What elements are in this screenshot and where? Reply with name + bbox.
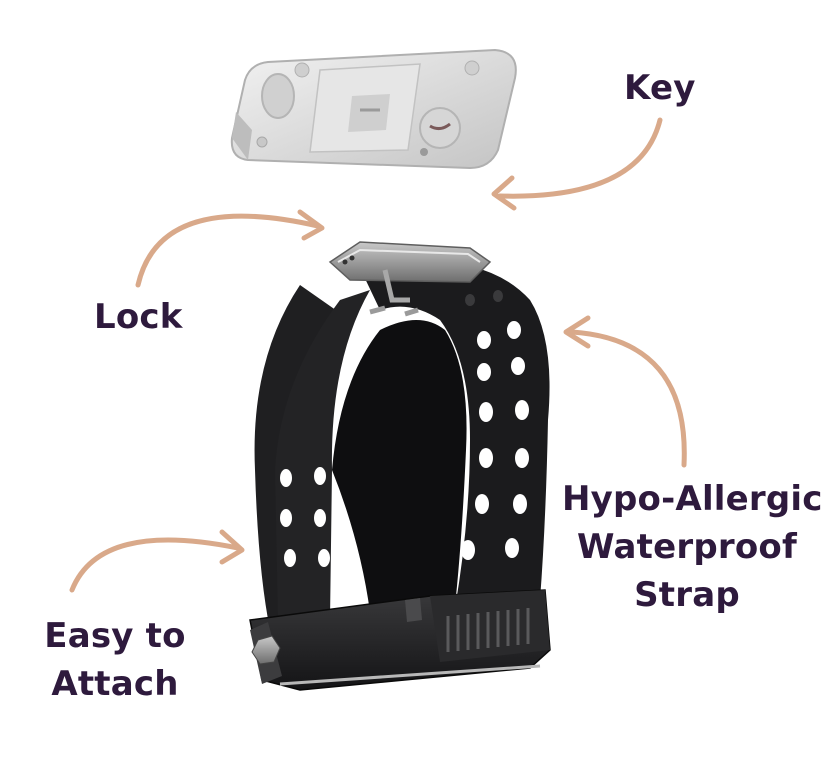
- key-label: Key: [624, 64, 696, 112]
- strap-arrow: [563, 315, 687, 468]
- lock-label: Lock: [94, 293, 183, 341]
- attach-label-line-2: Attach: [51, 664, 179, 704]
- strap-label-line-2: Waterproof: [577, 527, 797, 567]
- strap-label-line-3: Strap: [634, 575, 740, 615]
- strap-label: Hypo-Allergic Waterproof Strap: [562, 475, 823, 619]
- lock-arrow: [135, 209, 325, 288]
- strap-label-line-1: Hypo-Allergic: [562, 479, 823, 519]
- attach-arrow: [69, 529, 245, 593]
- attach-label-line-1: Easy to: [44, 616, 186, 656]
- strap-device: [249, 241, 551, 691]
- key-label-text: Key: [624, 68, 696, 108]
- callout-arrows: [69, 117, 687, 593]
- key-arrow: [491, 117, 663, 211]
- lock-label-text: Lock: [94, 297, 183, 337]
- key-device: [230, 48, 517, 170]
- attach-label: Easy to Attach: [40, 612, 190, 708]
